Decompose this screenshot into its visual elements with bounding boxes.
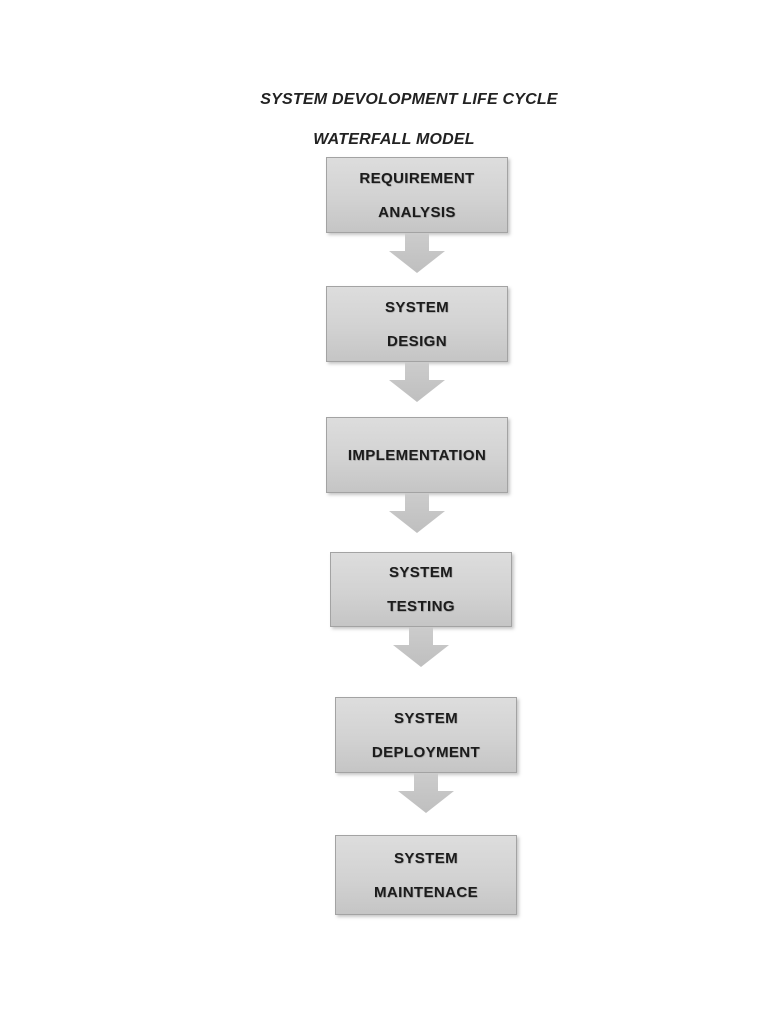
down-arrow-icon: [389, 493, 445, 533]
stage-box-system-maintenace: SYSTEM MAINTENACE: [335, 835, 517, 915]
stage-label-line: MAINTENACE: [374, 883, 478, 901]
stage-system-deployment: SYSTEM DEPLOYMENT: [335, 697, 517, 813]
stage-box-requirement-analysis: REQUIREMENT ANALYSIS: [326, 157, 508, 233]
stage-box-system-deployment: SYSTEM DEPLOYMENT: [335, 697, 517, 773]
stage-label-line: DEPLOYMENT: [371, 743, 481, 761]
stage-implementation: IMPLEMENTATION: [326, 417, 508, 533]
stage-box-system-design: SYSTEM DESIGN: [326, 286, 508, 362]
stage-label-line: SYSTEM: [393, 849, 459, 867]
stage-label-line: TESTING: [387, 598, 455, 615]
page-subtitle: WATERFALL MODEL: [313, 131, 475, 148]
stage-box-implementation: IMPLEMENTATION: [326, 417, 508, 493]
stage-label-line: IMPLEMENTATION: [347, 446, 487, 464]
stage-label-line: SYSTEM: [393, 709, 459, 727]
stage-system-maintenace: SYSTEM MAINTENACE: [335, 835, 517, 915]
stage-requirement-analysis: REQUIREMENT ANALYSIS: [326, 157, 508, 273]
down-arrow-icon: [398, 773, 454, 813]
stage-label-line: SYSTEM: [384, 298, 450, 316]
stage-label-line: DESIGN: [387, 332, 447, 350]
stage-system-design: SYSTEM DESIGN: [326, 286, 508, 402]
page-title: SYSTEM DEVOLOPMENT LIFE CYCLE: [260, 91, 558, 108]
down-arrow-icon: [389, 362, 445, 402]
down-arrow-icon: [393, 627, 449, 667]
stage-label-line: ANALYSIS: [378, 203, 456, 221]
stage-label-line: SYSTEM: [388, 564, 454, 581]
stage-box-system-testing: SYSTEM TESTING: [330, 552, 512, 627]
down-arrow-icon: [389, 233, 445, 273]
stage-label-line: REQUIREMENT: [359, 169, 475, 187]
stage-system-testing: SYSTEM TESTING: [330, 552, 512, 667]
